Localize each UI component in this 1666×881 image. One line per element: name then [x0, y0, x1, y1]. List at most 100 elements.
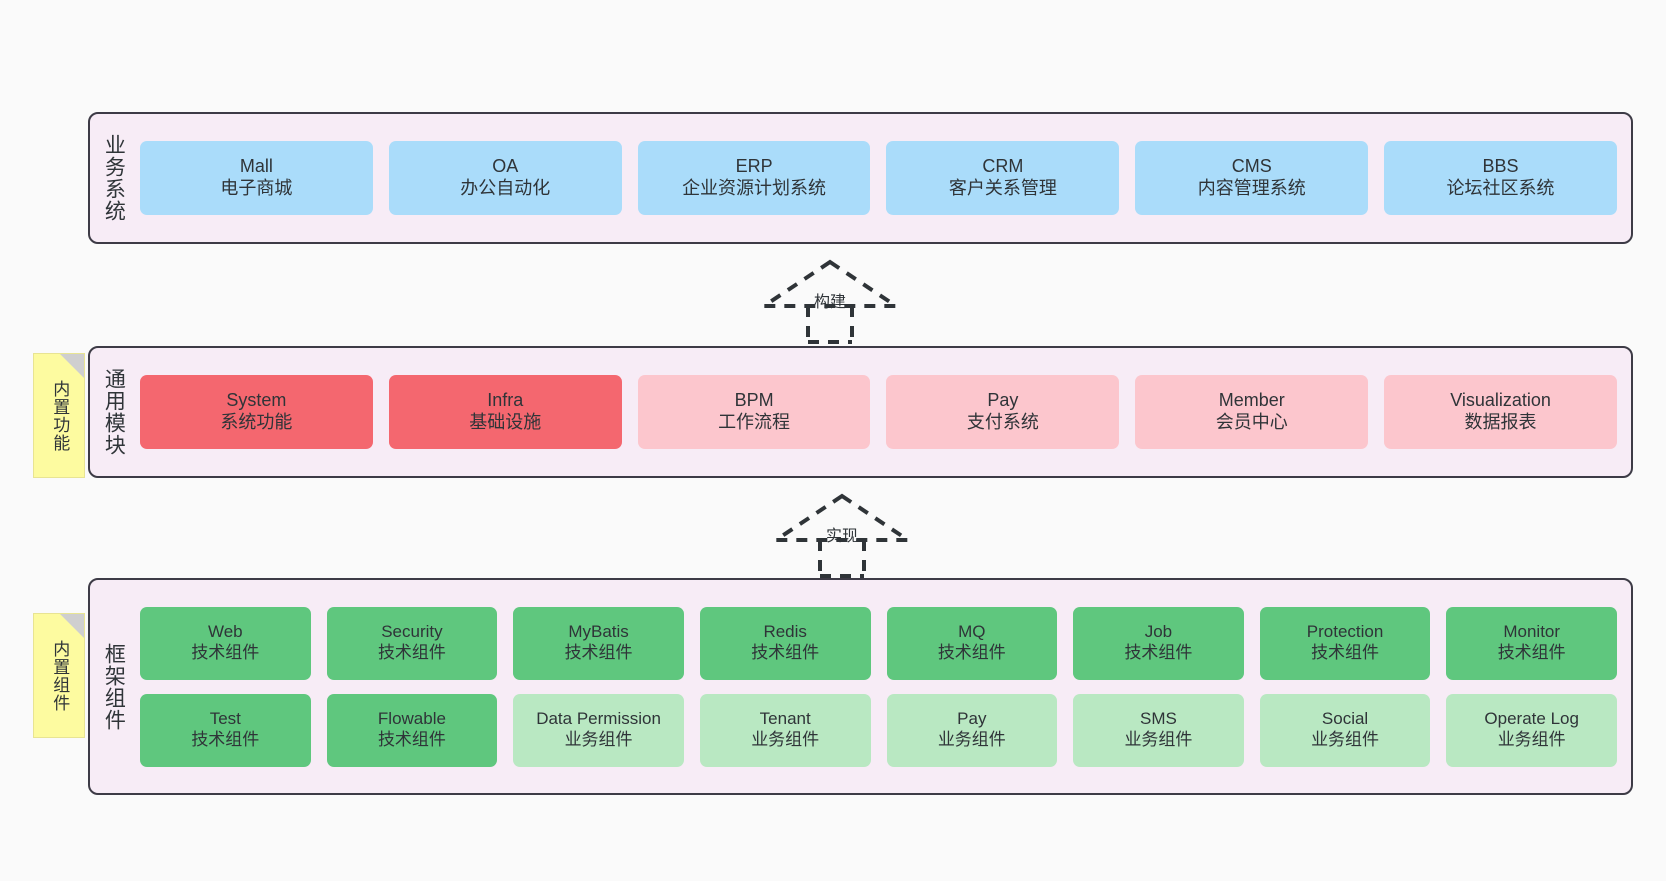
- card-pay-business[interactable]: Pay 业务组件: [886, 693, 1058, 767]
- sticky-note-builtin-component: 内置组件: [33, 613, 85, 738]
- connector-implement-arrow-icon: [769, 493, 915, 578]
- card-title: Operate Log: [1484, 709, 1579, 729]
- connector-build-label: 构建: [813, 294, 847, 311]
- layer-label-common-module: 通用模块: [102, 368, 126, 456]
- framework-card-row-tech: Web 技术组件 Security 技术组件 MyBatis 技术组件 Redi…: [140, 606, 1617, 680]
- card-test[interactable]: Test 技术组件: [140, 693, 311, 767]
- card-mybatis[interactable]: MyBatis 技术组件: [513, 606, 684, 680]
- card-title: Data Permission: [536, 709, 661, 729]
- card-title: BPM: [734, 390, 774, 411]
- card-bbs[interactable]: BBS 论坛社区系统: [1384, 141, 1617, 215]
- card-monitor[interactable]: Monitor 技术组件: [1446, 606, 1617, 680]
- card-subtitle: 系统功能: [220, 412, 293, 432]
- card-subtitle: 客户关系管理: [948, 178, 1057, 198]
- card-subtitle: 内容管理系统: [1197, 178, 1306, 198]
- card-subtitle: 业务组件: [1497, 730, 1566, 749]
- layer-label-framework-component: 框架组件: [102, 642, 126, 731]
- card-title: Monitor: [1503, 622, 1561, 642]
- card-title: Security: [381, 622, 443, 642]
- card-crm[interactable]: CRM 客户关系管理: [886, 141, 1120, 215]
- card-subtitle: 业务组件: [937, 730, 1006, 749]
- card-title: CRM: [982, 156, 1024, 177]
- card-visualization[interactable]: Visualization 数据报表: [1384, 375, 1617, 449]
- card-infra[interactable]: Infra 基础设施: [388, 375, 622, 449]
- card-subtitle: 技术组件: [1124, 643, 1193, 662]
- card-cms[interactable]: CMS 内容管理系统: [1135, 141, 1369, 215]
- card-mall[interactable]: Mall 电子商城: [140, 141, 373, 215]
- card-title: Flowable: [377, 709, 446, 729]
- sticky-note-label: 内置功能: [50, 379, 70, 452]
- card-subtitle: 数据报表: [1464, 412, 1537, 432]
- layer-framework-component: 框架组件 Web 技术组件 Security 技术组件 MyBatis 技术组件: [88, 578, 1633, 795]
- card-operate-log[interactable]: Operate Log 业务组件: [1446, 693, 1617, 767]
- card-subtitle: 技术组件: [1497, 643, 1566, 662]
- card-bpm[interactable]: BPM 工作流程: [637, 375, 871, 449]
- card-title: System: [226, 390, 287, 411]
- card-title: Infra: [487, 390, 524, 411]
- card-erp[interactable]: ERP 企业资源计划系统: [637, 141, 871, 215]
- card-title: Protection: [1306, 622, 1384, 642]
- card-subtitle: 业务组件: [751, 730, 820, 749]
- connector-build: 构建: [757, 258, 903, 344]
- card-oa[interactable]: OA 办公自动化: [388, 141, 622, 215]
- card-subtitle: 会员中心: [1215, 412, 1288, 432]
- card-tenant[interactable]: Tenant 业务组件: [699, 693, 871, 767]
- card-data-permission[interactable]: Data Permission 业务组件: [513, 693, 684, 767]
- card-social[interactable]: Social 业务组件: [1259, 693, 1431, 767]
- framework-card-row-business: Test 技术组件 Flowable 技术组件 Data Permission …: [140, 693, 1617, 767]
- card-title: OA: [492, 156, 519, 177]
- card-title: Test: [209, 709, 241, 729]
- card-title: CMS: [1231, 156, 1272, 177]
- card-subtitle: 企业资源计划系统: [682, 178, 827, 198]
- card-title: Web: [207, 622, 243, 642]
- layer-body-common-module: System 系统功能 Infra 基础设施 BPM 工作流程 Pay 支付系统…: [136, 348, 1631, 476]
- card-subtitle: 基础设施: [469, 412, 542, 432]
- card-redis[interactable]: Redis 技术组件: [699, 606, 871, 680]
- layer-body-business-system: Mall 电子商城 OA 办公自动化 ERP 企业资源计划系统 CRM 客户关系…: [136, 114, 1631, 242]
- connector-implement-label: 实现: [825, 528, 859, 545]
- card-subtitle: 业务组件: [1311, 730, 1380, 749]
- card-security[interactable]: Security 技术组件: [326, 606, 498, 680]
- card-subtitle: 技术组件: [377, 643, 446, 662]
- card-subtitle: 论坛社区系统: [1446, 178, 1555, 198]
- card-title: SMS: [1140, 709, 1177, 729]
- card-mq[interactable]: MQ 技术组件: [886, 606, 1058, 680]
- card-title: BBS: [1482, 156, 1519, 177]
- card-title: Visualization: [1450, 390, 1551, 411]
- card-subtitle: 技术组件: [564, 643, 633, 662]
- common-card-row: System 系统功能 Infra 基础设施 BPM 工作流程 Pay 支付系统…: [140, 375, 1617, 449]
- layer-label-business-system: 业务系统: [102, 134, 126, 222]
- card-title: Social: [1321, 709, 1369, 729]
- card-subtitle: 业务组件: [1124, 730, 1193, 749]
- layer-business-system: 业务系统 Mall 电子商城 OA 办公自动化 ERP 企业资源计划系统 CRM: [88, 112, 1633, 244]
- card-title: MyBatis: [568, 622, 629, 642]
- card-subtitle: 技术组件: [751, 643, 820, 662]
- card-title: Pay: [987, 390, 1019, 411]
- card-pay[interactable]: Pay 支付系统: [886, 375, 1120, 449]
- card-subtitle: 工作流程: [718, 412, 791, 432]
- card-title: ERP: [735, 156, 773, 177]
- card-job[interactable]: Job 技术组件: [1073, 606, 1244, 680]
- card-title: Redis: [763, 622, 807, 642]
- card-subtitle: 办公自动化: [460, 178, 551, 198]
- card-system[interactable]: System 系统功能: [140, 375, 373, 449]
- card-title: Mall: [239, 156, 273, 177]
- folded-corner-icon: [60, 354, 84, 378]
- card-subtitle: 技术组件: [937, 643, 1006, 662]
- connector-build-arrow-icon: [757, 259, 903, 344]
- card-protection[interactable]: Protection 技术组件: [1259, 606, 1431, 680]
- folded-corner-icon: [60, 614, 84, 638]
- card-subtitle: 技术组件: [1311, 643, 1380, 662]
- card-flowable[interactable]: Flowable 技术组件: [326, 693, 498, 767]
- card-web[interactable]: Web 技术组件: [140, 606, 311, 680]
- sticky-note-builtin-function: 内置功能: [33, 353, 85, 478]
- card-title: Pay: [957, 709, 987, 729]
- framework-card-grid: Web 技术组件 Security 技术组件 MyBatis 技术组件 Redi…: [140, 606, 1617, 767]
- card-sms[interactable]: SMS 业务组件: [1073, 693, 1244, 767]
- layer-common-module: 通用模块 System 系统功能 Infra 基础设施 BPM 工作流程 Pay: [88, 346, 1633, 478]
- card-title: MQ: [958, 622, 986, 642]
- card-member[interactable]: Member 会员中心: [1135, 375, 1369, 449]
- card-subtitle: 技术组件: [377, 730, 446, 749]
- layer-body-framework-component: Web 技术组件 Security 技术组件 MyBatis 技术组件 Redi…: [136, 580, 1631, 793]
